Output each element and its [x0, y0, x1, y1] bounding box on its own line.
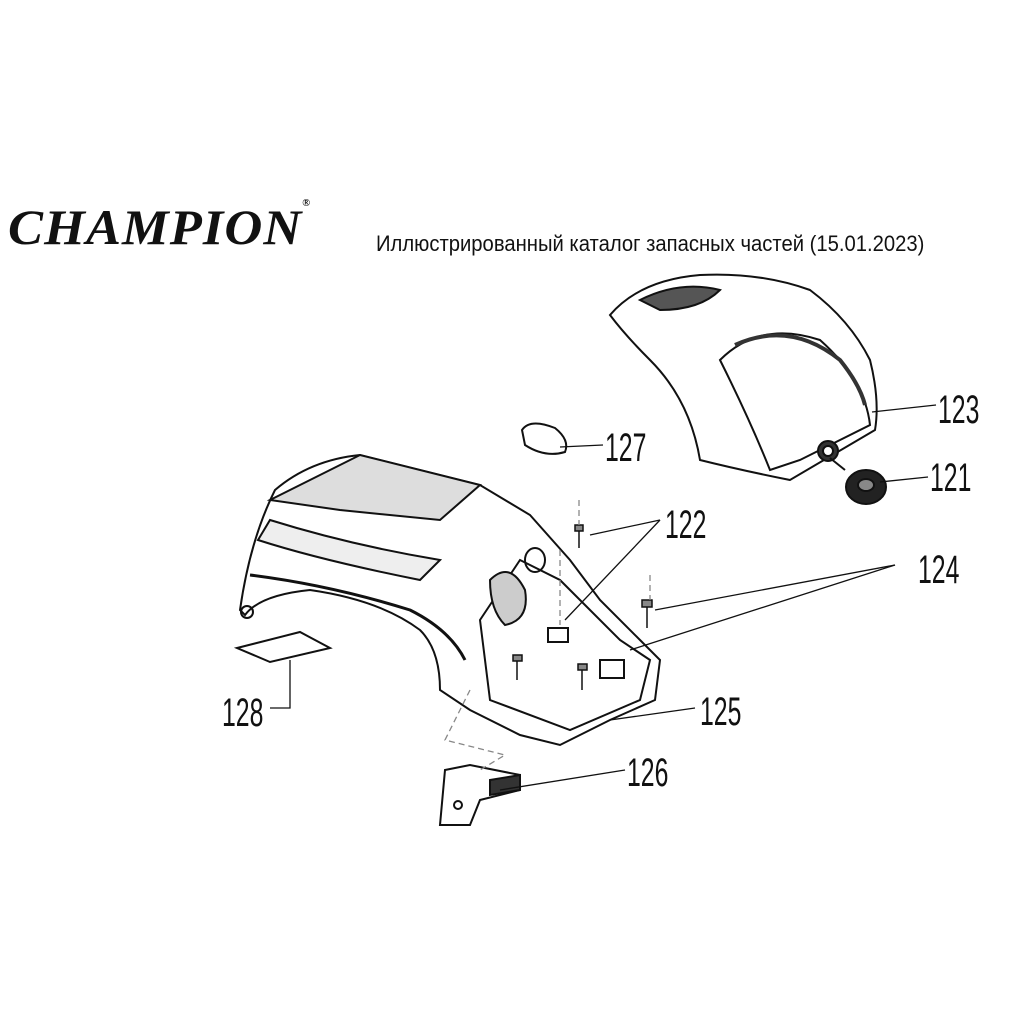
part-125-housing: [238, 453, 662, 747]
part-121-knob: [829, 457, 887, 505]
part-123-cover: [608, 273, 878, 482]
part-128-sticker: [233, 630, 333, 664]
leader-lines: [270, 404, 937, 791]
part-label-128: 128: [222, 691, 264, 735]
part-127-lens: [520, 422, 568, 455]
part-label-123: 123: [938, 388, 980, 432]
part-label-125: 125: [700, 690, 742, 734]
champion-logo: CHAMPION®: [8, 198, 312, 255]
part-label-127: 127: [605, 426, 647, 470]
part-label-121: 121: [930, 456, 972, 500]
part-label-126: 126: [627, 751, 669, 795]
part-126-bracket: [438, 763, 521, 826]
catalog-title: Иллюстрированный каталог запасных частей…: [376, 231, 925, 256]
part-label-122: 122: [665, 503, 707, 547]
part-label-124: 124: [918, 548, 960, 592]
screws: [512, 524, 653, 690]
